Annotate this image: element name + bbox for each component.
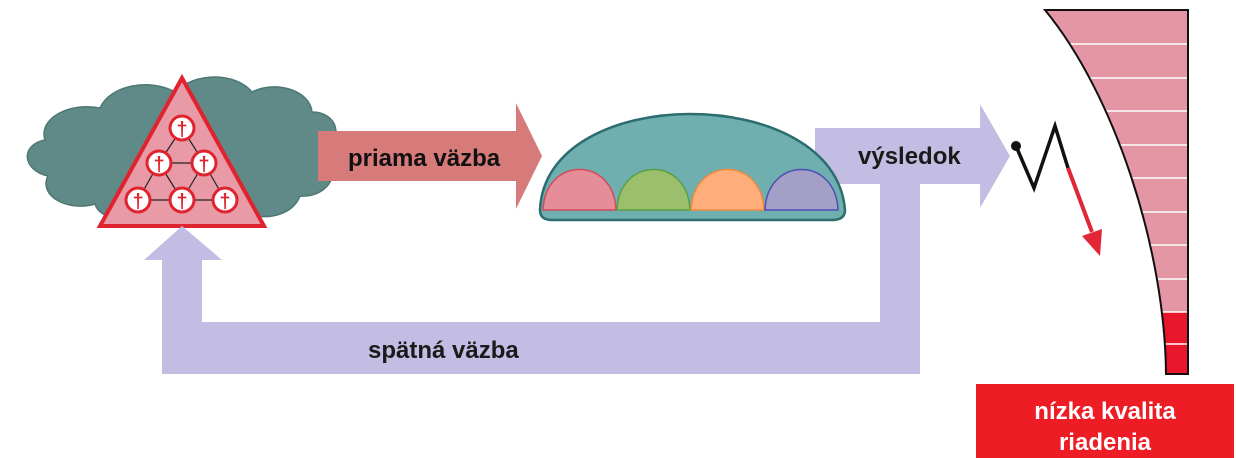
cross-glyph: †	[132, 191, 143, 213]
outcome-label-line2: riadenia	[1059, 429, 1152, 456]
cross-node: †	[124, 186, 152, 214]
cross-node: †	[190, 149, 218, 177]
cross-glyph: †	[198, 154, 209, 176]
feedback-arrow	[144, 104, 1010, 374]
outcome-label-line1: nízka kvalita	[1034, 398, 1176, 425]
dome-segment-red	[542, 168, 617, 211]
dome-segment-green	[616, 168, 691, 211]
cross-glyph: †	[176, 191, 187, 213]
forward-arrow	[318, 103, 542, 209]
cross-node: †	[168, 186, 196, 214]
feedback-label: spätná väzba	[368, 337, 519, 364]
quality-scale-icon	[1042, 9, 1189, 375]
dome-segment-orange	[690, 168, 765, 211]
cross-node: †	[211, 186, 239, 214]
cross-glyph: †	[176, 119, 187, 141]
cross-glyph: †	[153, 154, 164, 176]
outcome-box: nízka kvalita riadenia	[976, 384, 1234, 458]
dome-segment-purple	[764, 168, 839, 211]
result-label: výsledok	[858, 143, 961, 170]
cross-node: †	[168, 114, 196, 142]
zigzag-trend-icon	[1011, 120, 1070, 193]
red-arrow-icon	[1066, 167, 1102, 256]
cross-node: †	[145, 149, 173, 177]
cross-glyph: †	[219, 191, 230, 213]
forward-label: priama väzba	[348, 145, 501, 172]
dome-process-icon	[538, 112, 847, 222]
